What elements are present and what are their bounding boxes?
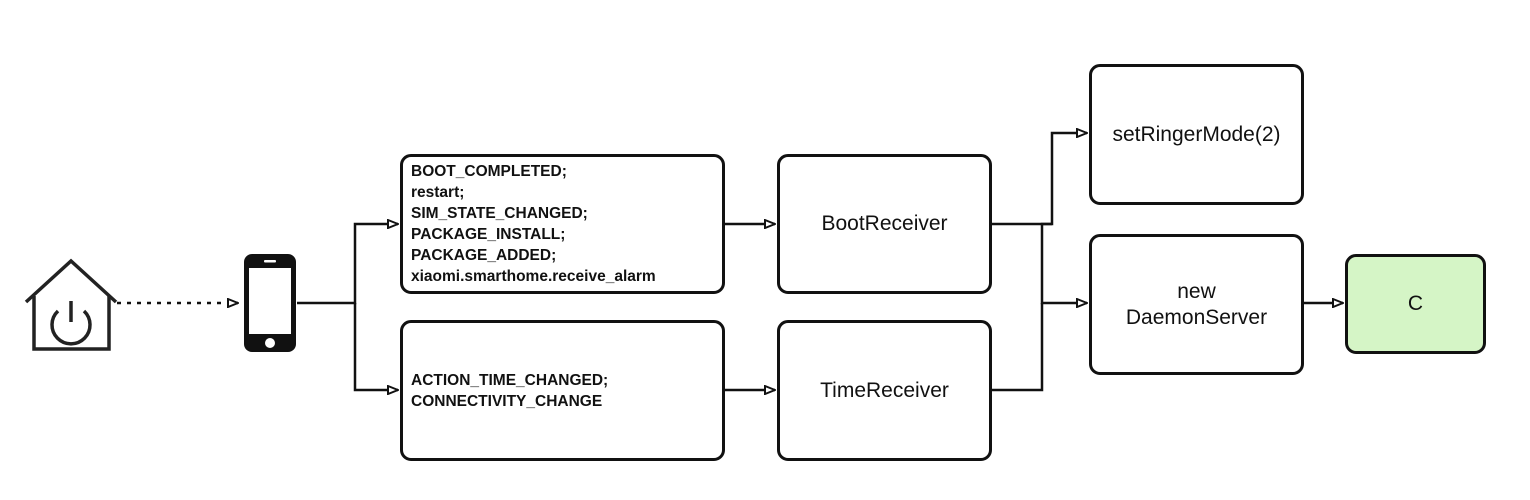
time-receiver-label: TimeReceiver — [820, 378, 949, 402]
event-line: ACTION_TIME_CHANGED; — [411, 371, 609, 389]
event-line: PACKAGE_INSTALL; — [411, 226, 566, 243]
event-line: CONNECTIVITY_CHANGE — [411, 392, 603, 410]
events-box-bottom: ACTION_TIME_CHANGED; CONNECTIVITY_CHANGE — [400, 320, 725, 461]
set-ringer-mode-box: setRingerMode(2) — [1089, 64, 1304, 205]
events-box-top: BOOT_COMPLETED; restart; SIM_STATE_CHANG… — [400, 154, 725, 294]
time-receiver-to-daemon-connector — [991, 303, 1044, 392]
smart-home-power-icon — [24, 258, 118, 351]
event-line: PACKAGE_ADDED; — [411, 247, 557, 264]
boot-receiver-to-daemon-connector — [1040, 222, 1087, 303]
daemon-server-label-line2: DaemonServer — [1125, 305, 1268, 329]
c-node-label: C — [1407, 292, 1424, 315]
smartphone-icon — [244, 254, 296, 352]
set-ringer-mode-label: setRingerMode(2) — [1112, 122, 1281, 146]
boot-receiver-label: BootReceiver — [821, 212, 948, 235]
daemon-server-label-line1: new — [1177, 279, 1216, 303]
c-node-box: C — [1345, 254, 1486, 354]
phone-to-events-bottom-connector — [353, 303, 398, 390]
event-line: xiaomi.smarthome.receive_alarm — [411, 268, 656, 285]
daemon-server-box: new DaemonServer — [1089, 234, 1304, 375]
boot-receiver-to-set-ringer-connector — [991, 133, 1087, 226]
phone-to-events-top-connector — [297, 224, 398, 305]
event-line: SIM_STATE_CHANGED; — [411, 205, 588, 222]
time-receiver-box: TimeReceiver — [777, 320, 992, 461]
boot-receiver-box: BootReceiver — [777, 154, 992, 294]
event-line: restart; — [411, 184, 465, 201]
event-line: BOOT_COMPLETED; — [411, 163, 567, 180]
